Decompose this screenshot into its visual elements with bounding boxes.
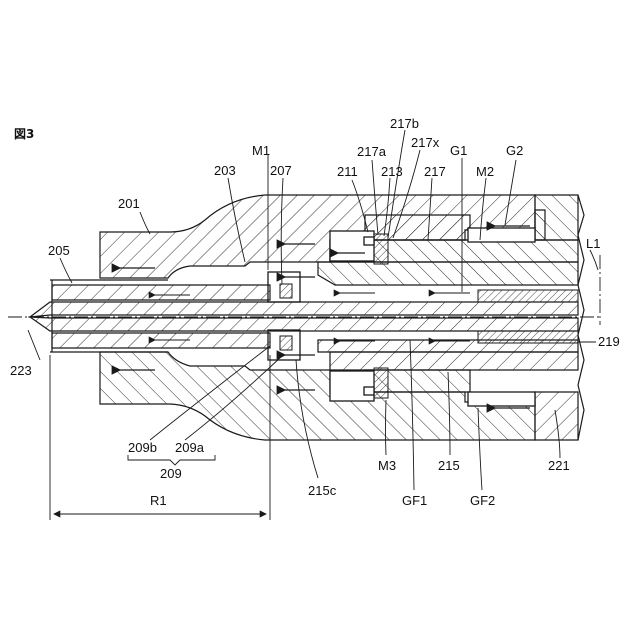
label-211: 211: [337, 164, 358, 179]
label-213: 213: [381, 164, 403, 179]
label-217b: 217b: [390, 116, 419, 131]
label-209: 209: [160, 466, 182, 481]
label-219: 219: [598, 334, 620, 349]
label-215: 215: [438, 458, 460, 473]
label-R1: R1: [150, 493, 167, 508]
label-209b: 209b: [128, 440, 157, 455]
label-203: 203: [214, 163, 236, 178]
label-207: 207: [270, 163, 292, 178]
label-M2: M2: [476, 164, 494, 179]
figure-title: 図3: [14, 127, 34, 141]
label-M3: M3: [378, 458, 396, 473]
label-215c: 215c: [308, 483, 337, 498]
label-GF1: GF1: [402, 493, 427, 508]
tube-205: [50, 280, 270, 352]
label-217: 217: [424, 164, 446, 179]
break-edge: [578, 195, 584, 440]
label-GF2: GF2: [470, 493, 495, 508]
label-217a: 217a: [357, 144, 387, 159]
label-M1: M1: [252, 143, 270, 158]
label-G2: G2: [506, 143, 523, 158]
label-217x: 217x: [411, 135, 440, 150]
label-221: 221: [548, 458, 570, 473]
label-L1: L1: [586, 236, 600, 251]
label-201: 201: [118, 196, 140, 211]
brace-209: [128, 455, 215, 465]
label-205: 205: [48, 243, 70, 258]
label-223: 223: [10, 363, 32, 378]
label-209a: 209a: [175, 440, 205, 455]
bearing-207: [268, 272, 300, 360]
label-G1: G1: [450, 143, 467, 158]
